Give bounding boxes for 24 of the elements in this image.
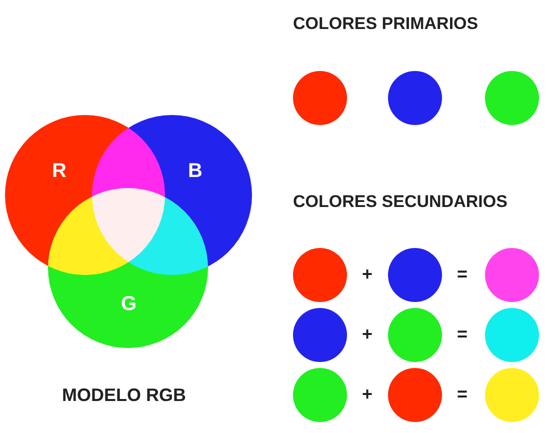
colour-circle [293, 248, 347, 302]
plus-sign: + [362, 384, 373, 405]
section-heading: COLORES PRIMARIOS [293, 14, 478, 34]
plus-sign: + [362, 264, 373, 285]
equals-sign: = [457, 384, 468, 405]
colour-circle [388, 71, 442, 125]
equals-sign: = [457, 264, 468, 285]
colour-circle [485, 308, 539, 362]
colour-circle [388, 308, 442, 362]
colour-circle [485, 71, 539, 125]
colour-circle [293, 71, 347, 125]
circle-letter: R [52, 160, 66, 182]
section-heading: COLORES SECUNDARIOS [293, 192, 508, 212]
equals-sign: = [457, 324, 468, 345]
colour-circle [388, 248, 442, 302]
colour-circle [293, 308, 347, 362]
colour-circle [293, 368, 347, 422]
colour-circle [485, 248, 539, 302]
plus-sign: + [362, 324, 373, 345]
circle-letter: G [121, 293, 137, 315]
colour-circle [388, 368, 442, 422]
colour-circle [485, 368, 539, 422]
diagram-caption: MODELO RGB [62, 385, 186, 406]
circle-letter: B [188, 160, 202, 182]
